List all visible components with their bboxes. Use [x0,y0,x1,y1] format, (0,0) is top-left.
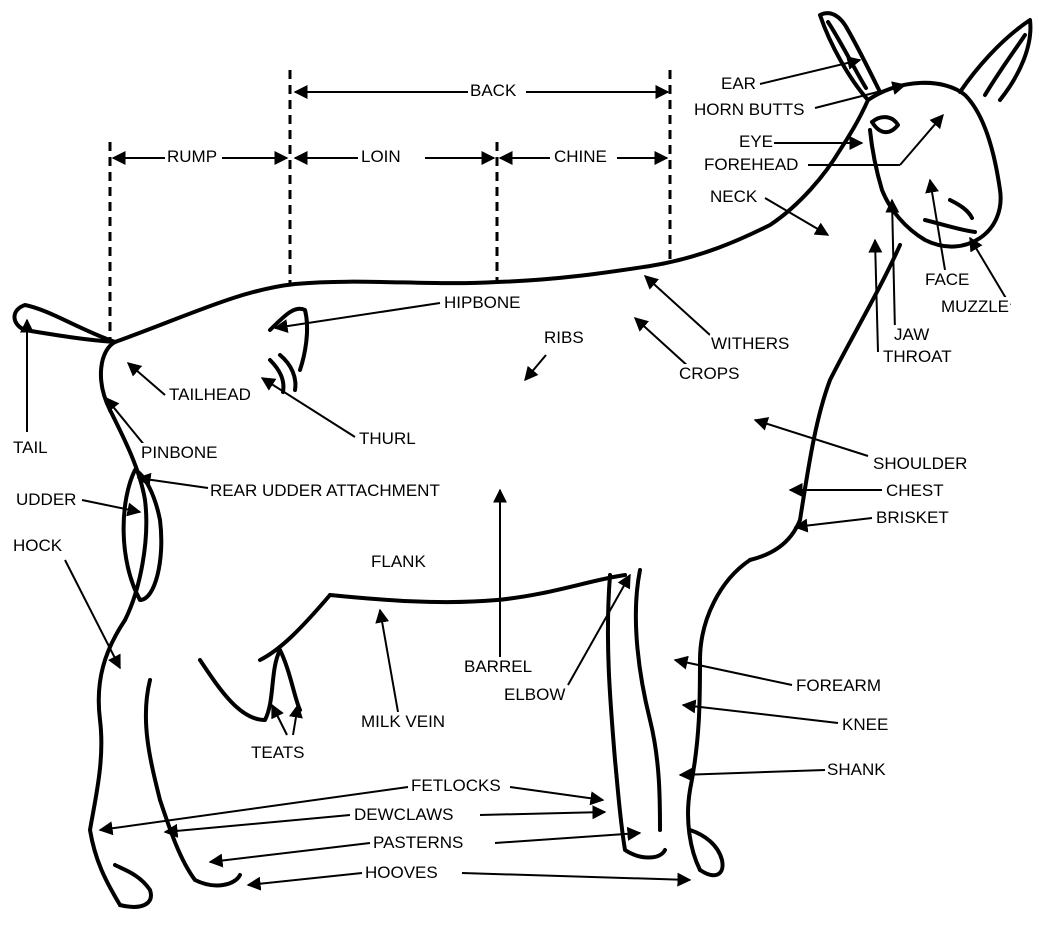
label-pinbone: PINBONE [140,443,219,463]
label-forehead: FOREHEAD [703,155,799,175]
label-throat: THROAT [882,347,953,367]
label-crops: CROPS [678,364,740,384]
label-shank: SHANK [826,760,887,780]
label-chine: CHINE [553,147,608,167]
label-forearm: FOREARM [795,676,882,696]
label-milk-vein: MILK VEIN [360,712,446,732]
label-horn-butts: HORN BUTTS [693,100,806,120]
label-elbow: ELBOW [503,685,566,705]
label-face: FACE [924,270,970,290]
label-flank: FLANK [370,552,427,572]
label-barrel: BARREL [463,657,533,677]
label-tailhead: TAILHEAD [168,385,252,405]
label-rear-udder-attachment: REAR UDDER ATTACHMENT [209,481,441,501]
label-dewclaws: DEWCLAWS [353,805,455,825]
label-back: BACK [469,81,517,101]
label-muzzle: MUZZLE [940,297,1010,317]
label-fetlocks: FETLOCKS [410,776,502,796]
label-knee: KNEE [841,715,889,735]
label-eye: EYE [738,132,774,152]
label-jaw: JAW [893,325,930,345]
label-loin: LOIN [360,147,402,167]
section-divider-lines [110,70,670,340]
label-brisket: BRISKET [875,508,950,528]
label-rump: RUMP [166,147,218,167]
label-chest: CHEST [885,481,945,501]
label-ribs: RIBS [543,328,585,348]
label-udder: UDDER [15,490,77,510]
label-thurl: THURL [358,429,417,449]
label-teats: TEATS [250,743,306,763]
label-tail: TAIL [12,438,49,458]
label-pasterns: PASTERNS [372,833,464,853]
label-hock: HOCK [12,536,63,556]
label-hooves: HOOVES [364,863,439,883]
label-ear: EAR [720,74,757,94]
label-withers: WITHERS [710,334,790,354]
label-neck: NECK [709,187,758,207]
label-hipbone: HIPBONE [443,293,522,313]
label-shoulder: SHOULDER [872,454,968,474]
